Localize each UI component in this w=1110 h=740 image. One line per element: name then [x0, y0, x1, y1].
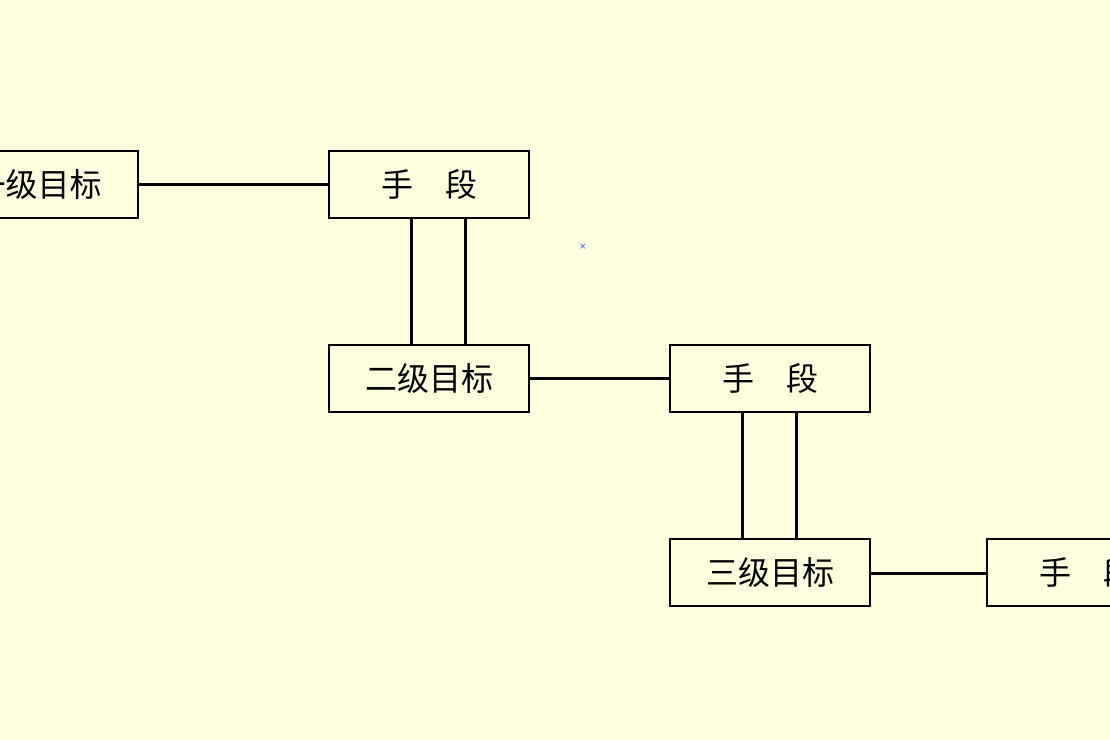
- goal-level-3-label: 三级目标: [705, 553, 834, 592]
- connector-means1-goal2-left: [410, 217, 413, 346]
- means-3-label: 手 段: [1038, 553, 1110, 592]
- goal-level-2-box: 二级目标: [328, 344, 530, 413]
- connector-goal3-means3: [869, 572, 988, 575]
- connector-means1-goal2-right: [464, 217, 467, 346]
- connector-goal1-means1: [137, 183, 330, 186]
- means-2-label: 手 段: [721, 359, 818, 398]
- means-3-box: 手 段: [986, 538, 1110, 607]
- goal-level-2-label: 二级目标: [364, 359, 493, 398]
- means-2-box: 手 段: [669, 344, 871, 413]
- means-1-label: 手 段: [380, 165, 477, 204]
- connector-means2-goal3-right: [795, 411, 798, 540]
- cursor-marker-icon: ×: [579, 242, 587, 252]
- goal-level-3-box: 三级目标: [669, 538, 871, 607]
- means-1-box: 手 段: [328, 150, 530, 219]
- goal-level-1-label: 一级目标: [0, 165, 102, 204]
- connector-goal2-means2: [529, 377, 671, 380]
- connector-means2-goal3-left: [741, 411, 744, 540]
- goal-level-1-box: 一级目标: [0, 150, 139, 219]
